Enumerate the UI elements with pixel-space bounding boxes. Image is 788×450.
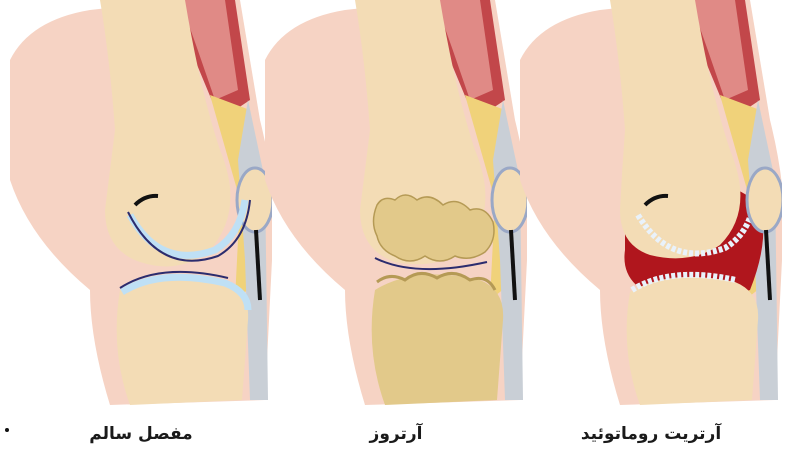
healthy-knee-illustration — [10, 0, 272, 420]
panel-label: آرتروز — [265, 424, 527, 444]
tibia-bone — [372, 274, 503, 405]
panel-healthy-joint: مفصل سالم — [10, 0, 272, 450]
bullet-dot — [5, 428, 9, 432]
tibia-bone — [117, 274, 248, 405]
rheumatoid-knee-illustration — [520, 0, 782, 420]
panel-label: آرتریت روماتوئید — [520, 424, 782, 444]
patella-bone — [747, 168, 782, 232]
panel-osteoarthritis: آرتروز — [265, 0, 527, 450]
panel-rheumatoid-arthritis: آرتریت روماتوئید — [520, 0, 782, 450]
tibia-bone — [627, 277, 758, 405]
osteoarthritis-knee-illustration — [265, 0, 527, 420]
panel-label: مفصل سالم — [10, 424, 272, 444]
